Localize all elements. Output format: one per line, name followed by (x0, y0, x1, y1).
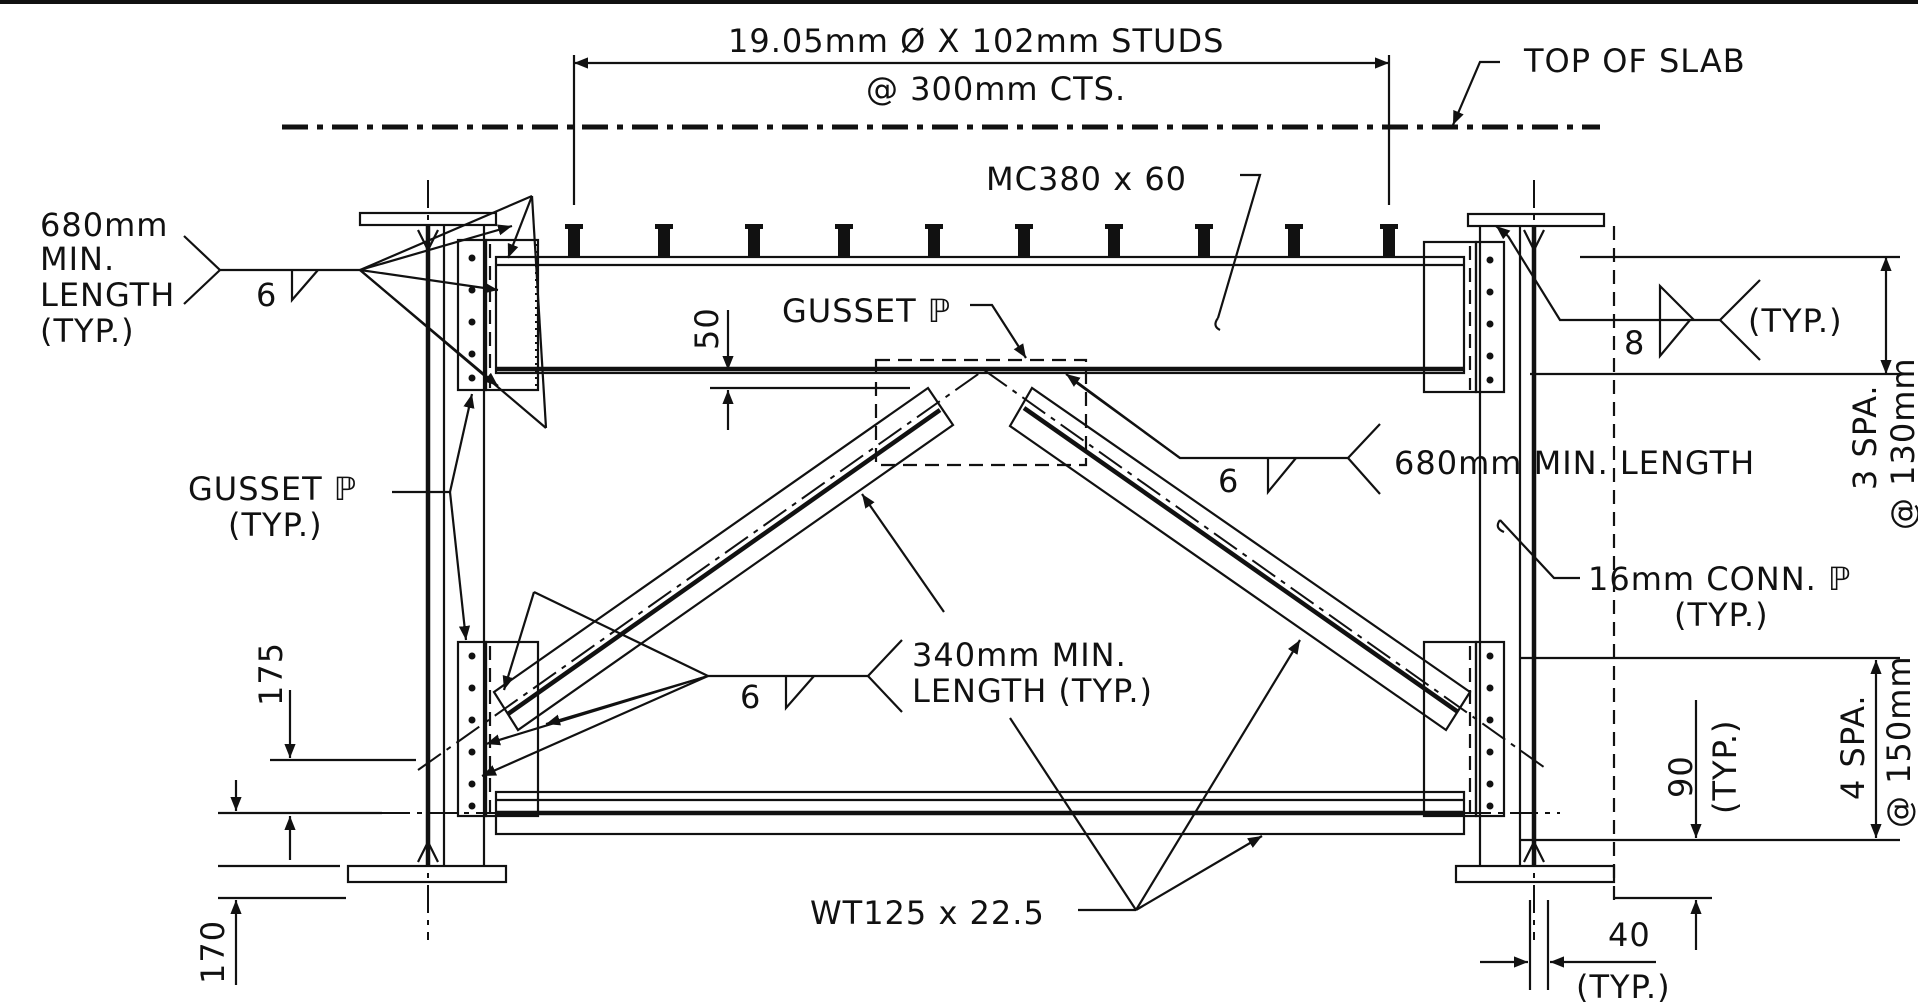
brace-weld-arrow-4 (485, 674, 709, 746)
right-brace-stem (1022, 406, 1460, 714)
center-gusset-label: GUSSET ℙ (782, 292, 951, 330)
brace-weld-ref-line-b (867, 675, 903, 713)
dim-40-label: 40 (1608, 916, 1651, 954)
shear-studs (565, 224, 1398, 257)
right-top-cap-plate (1466, 212, 1606, 228)
spa3-label-2: @ 130mm (1884, 357, 1918, 530)
studs-spacing-label: @ 300mm CTS. (866, 70, 1126, 108)
gusset-typ-arrow-1 (448, 393, 475, 493)
wt-leader-1 (1009, 717, 1137, 911)
mid-weld-size: 6 (1218, 462, 1239, 500)
mid-weld-ref-line-b (1347, 457, 1381, 495)
right-weld-fillet-symbol (1658, 319, 1691, 360)
right-diagonal-brace (1008, 386, 1472, 732)
spa3-label-1: 3 SPA. (1846, 384, 1884, 490)
text-labels: 19.05mm Ø X 102mm STUDS @ 300mm CTS. TOP… (40, 22, 1918, 1002)
conn-pl-label-2: (TYP.) (1674, 596, 1769, 634)
brace-weld-arrow-1 (533, 591, 709, 677)
conn-pl-label-1: 16mm CONN. ℙ (1588, 560, 1851, 598)
wt125-label: WT125 x 22.5 (810, 894, 1045, 932)
bolt-holes (468, 254, 1494, 810)
brace-length-2: LENGTH (TYP.) (912, 672, 1153, 710)
right-weld-fillet-symbol-top (1658, 283, 1695, 321)
mc380-leader-tick (1214, 317, 1221, 331)
brace-weld-size: 6 (740, 678, 761, 716)
right-brace-workline (983, 369, 1549, 771)
brace-weld-ref-line (708, 639, 903, 678)
left-weld-arrow-4 (359, 224, 513, 272)
left-diagonal-brace (492, 386, 955, 732)
left-weld-arrow-1 (359, 194, 533, 272)
spa4-label-1: 4 SPA. (1834, 694, 1872, 800)
brace-weld-arrow-5 (481, 674, 709, 778)
left-weld-length-4: (TYP.) (40, 312, 135, 350)
brace-length-1: 340mm MIN. (912, 636, 1127, 674)
left-brace-stem (506, 408, 942, 716)
left-weld-length-1: 680mm (40, 206, 168, 244)
conn-pl-leader-tick (1496, 519, 1505, 534)
dim-175-label: 175 (252, 642, 290, 706)
left-weld-arrow-5 (359, 269, 499, 387)
dim-90-typ: (TYP.) (1706, 719, 1744, 814)
mid-weld-length: 680mm MIN. LENGTH (1394, 444, 1755, 482)
gusset-center-leader (970, 303, 1027, 359)
conn-pl-leader (1499, 519, 1580, 580)
brace-leader-left (861, 493, 945, 613)
dim-50-label: 50 (688, 307, 726, 350)
right-weld-ref-line (1507, 235, 1761, 322)
right-weld-size: 8 (1624, 324, 1645, 362)
brace-weld-arrow-2 (502, 591, 536, 691)
spa4-label-2: @ 150mm (1880, 655, 1918, 828)
center-gusset-plate (874, 358, 1088, 467)
left-weld-arrow-3 (359, 268, 499, 294)
right-weld-arrow (1495, 225, 1511, 240)
left-bottom-conn-plate (456, 640, 488, 818)
left-weld-arrow-6 (506, 195, 534, 259)
top-of-slab-label: TOP OF SLAB (1523, 42, 1746, 80)
mid-weld-arrow (1065, 373, 1181, 459)
left-weld-fillet-symbol (290, 269, 319, 303)
left-top-gusset-outline (484, 238, 540, 392)
right-top-gusset-outline (1422, 240, 1478, 394)
mid-weld-fillet-symbol (1266, 457, 1297, 496)
mc380-leader (1216, 173, 1262, 319)
left-weld-arrow-7 (530, 195, 548, 429)
gusset-typ-label-2: (TYP.) (228, 506, 323, 544)
left-weld-length-3: LENGTH (40, 276, 175, 314)
studs-spec-label: 19.05mm Ø X 102mm STUDS (728, 22, 1224, 60)
right-bottom-gusset-outline (1422, 640, 1478, 818)
sheet-top-border (0, 0, 1918, 4)
left-weld-size: 6 (256, 276, 277, 314)
right-top-weld-mark (1523, 229, 1545, 253)
dim-40-typ: (TYP.) (1576, 968, 1671, 1002)
left-brace-workline (417, 369, 985, 771)
wt-leader-2 (1135, 639, 1301, 911)
dim-90-label: 90 (1662, 755, 1700, 798)
left-weld-ref-line (183, 235, 360, 272)
brace-weld-fillet-symbol (784, 675, 815, 711)
right-bottom-weld-mark (1523, 839, 1545, 863)
mc380-label: MC380 x 60 (986, 160, 1187, 198)
left-bottom-weld-mark (417, 839, 439, 863)
gusset-typ-label-1: GUSSET ℙ (188, 470, 357, 508)
right-weld-ref-line-b (1719, 319, 1761, 361)
left-weld-length-2: MIN. (40, 240, 115, 278)
dim-170-label: 170 (194, 920, 232, 984)
wt-leader-3 (1135, 835, 1263, 911)
left-weld-ref-line-b (183, 269, 221, 305)
top-of-slab-leader (1451, 60, 1500, 126)
left-bottom-gusset-outline (484, 640, 540, 818)
right-typ-label: (TYP.) (1748, 302, 1843, 340)
left-top-conn-plate (456, 238, 488, 392)
top-channel-mc380 (494, 255, 1466, 375)
gusset-typ-arrow-2 (448, 491, 471, 641)
